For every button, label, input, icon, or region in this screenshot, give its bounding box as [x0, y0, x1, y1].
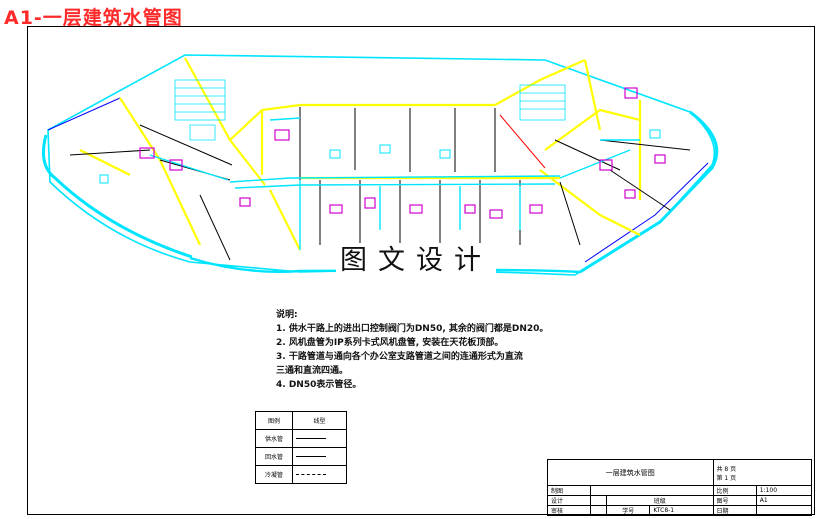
tb-drawing-no-label: 图号 [712, 495, 757, 506]
drawing-title: A1-一层建筑水管图 [4, 7, 183, 29]
right-curved-wall [579, 110, 719, 274]
condensate-line-sample [296, 474, 326, 475]
tb-draw-label: 制图 [546, 485, 592, 496]
tb-scale-label: 比例 [712, 485, 757, 496]
tb-drawing-name: 一层建筑水管图 [547, 459, 714, 486]
tb-student-no-label: 学号 [606, 505, 651, 516]
tb-review-label: 审核 [546, 505, 592, 516]
note-item: 2. 风机盘管为IP系列卡式风机盘管, 安装在天花板顶部。 [276, 338, 504, 348]
tb-sheet-no: 第 1 页 [716, 474, 737, 482]
note-item: 1. 供水干路上的进出口控制阀门为DN50, 其余的阀门都是DN20。 [276, 324, 549, 334]
note-item: 3. 干路管道与通向各个办公室支路管道之间的连通形式为直流 [276, 352, 523, 362]
supply-line-sample [296, 438, 326, 439]
tb-drawing-no-value: A1 [755, 495, 813, 506]
section-line [499, 114, 546, 169]
tb-scale-value: 1:100 [755, 485, 813, 496]
title-block: 一层建筑水管图 共 8 页 第 1 页 制图 比例 1:100 设计 班级 图号… [546, 459, 813, 516]
tb-total-sheets: 共 8 页 [716, 465, 737, 473]
left-curved-wall [42, 134, 193, 259]
hvac-units [99, 129, 661, 184]
pipe-legend: 图例 线型 供水管 回水管 冷凝管 [255, 411, 347, 484]
return-line-sample [296, 456, 326, 457]
legend-condensate-label: 冷凝管 [255, 465, 293, 484]
tb-class-label: 班级 [606, 495, 714, 506]
tb-design-label: 设计 [546, 495, 592, 506]
legend-supply-label: 供水管 [255, 429, 293, 448]
tb-student-no-value: KTC8-1 [649, 505, 714, 516]
sanitary-fixtures [139, 87, 666, 219]
tb-date-label: 日期 [712, 505, 757, 516]
note-item: 三通和直流四通。 [276, 366, 349, 376]
drawing-frame [27, 26, 815, 515]
watermark: 图文设计 [336, 243, 496, 279]
legend-header: 图例 [255, 411, 293, 430]
bottom-curved-wall [189, 256, 581, 274]
interior-walls [69, 107, 691, 261]
legend-header: 线型 [292, 411, 347, 430]
design-notes: 说明: 1. 供水干路上的进出口控制阀门为DN50, 其余的阀门都是DN20。 … [276, 308, 548, 392]
walls [79, 57, 642, 251]
legend-return-label: 回水管 [255, 447, 293, 466]
notes-heading: 说明: [276, 310, 298, 320]
water-pipes [149, 117, 640, 250]
note-item: 4. DN50表示管径。 [276, 380, 362, 390]
stairs [174, 79, 566, 141]
